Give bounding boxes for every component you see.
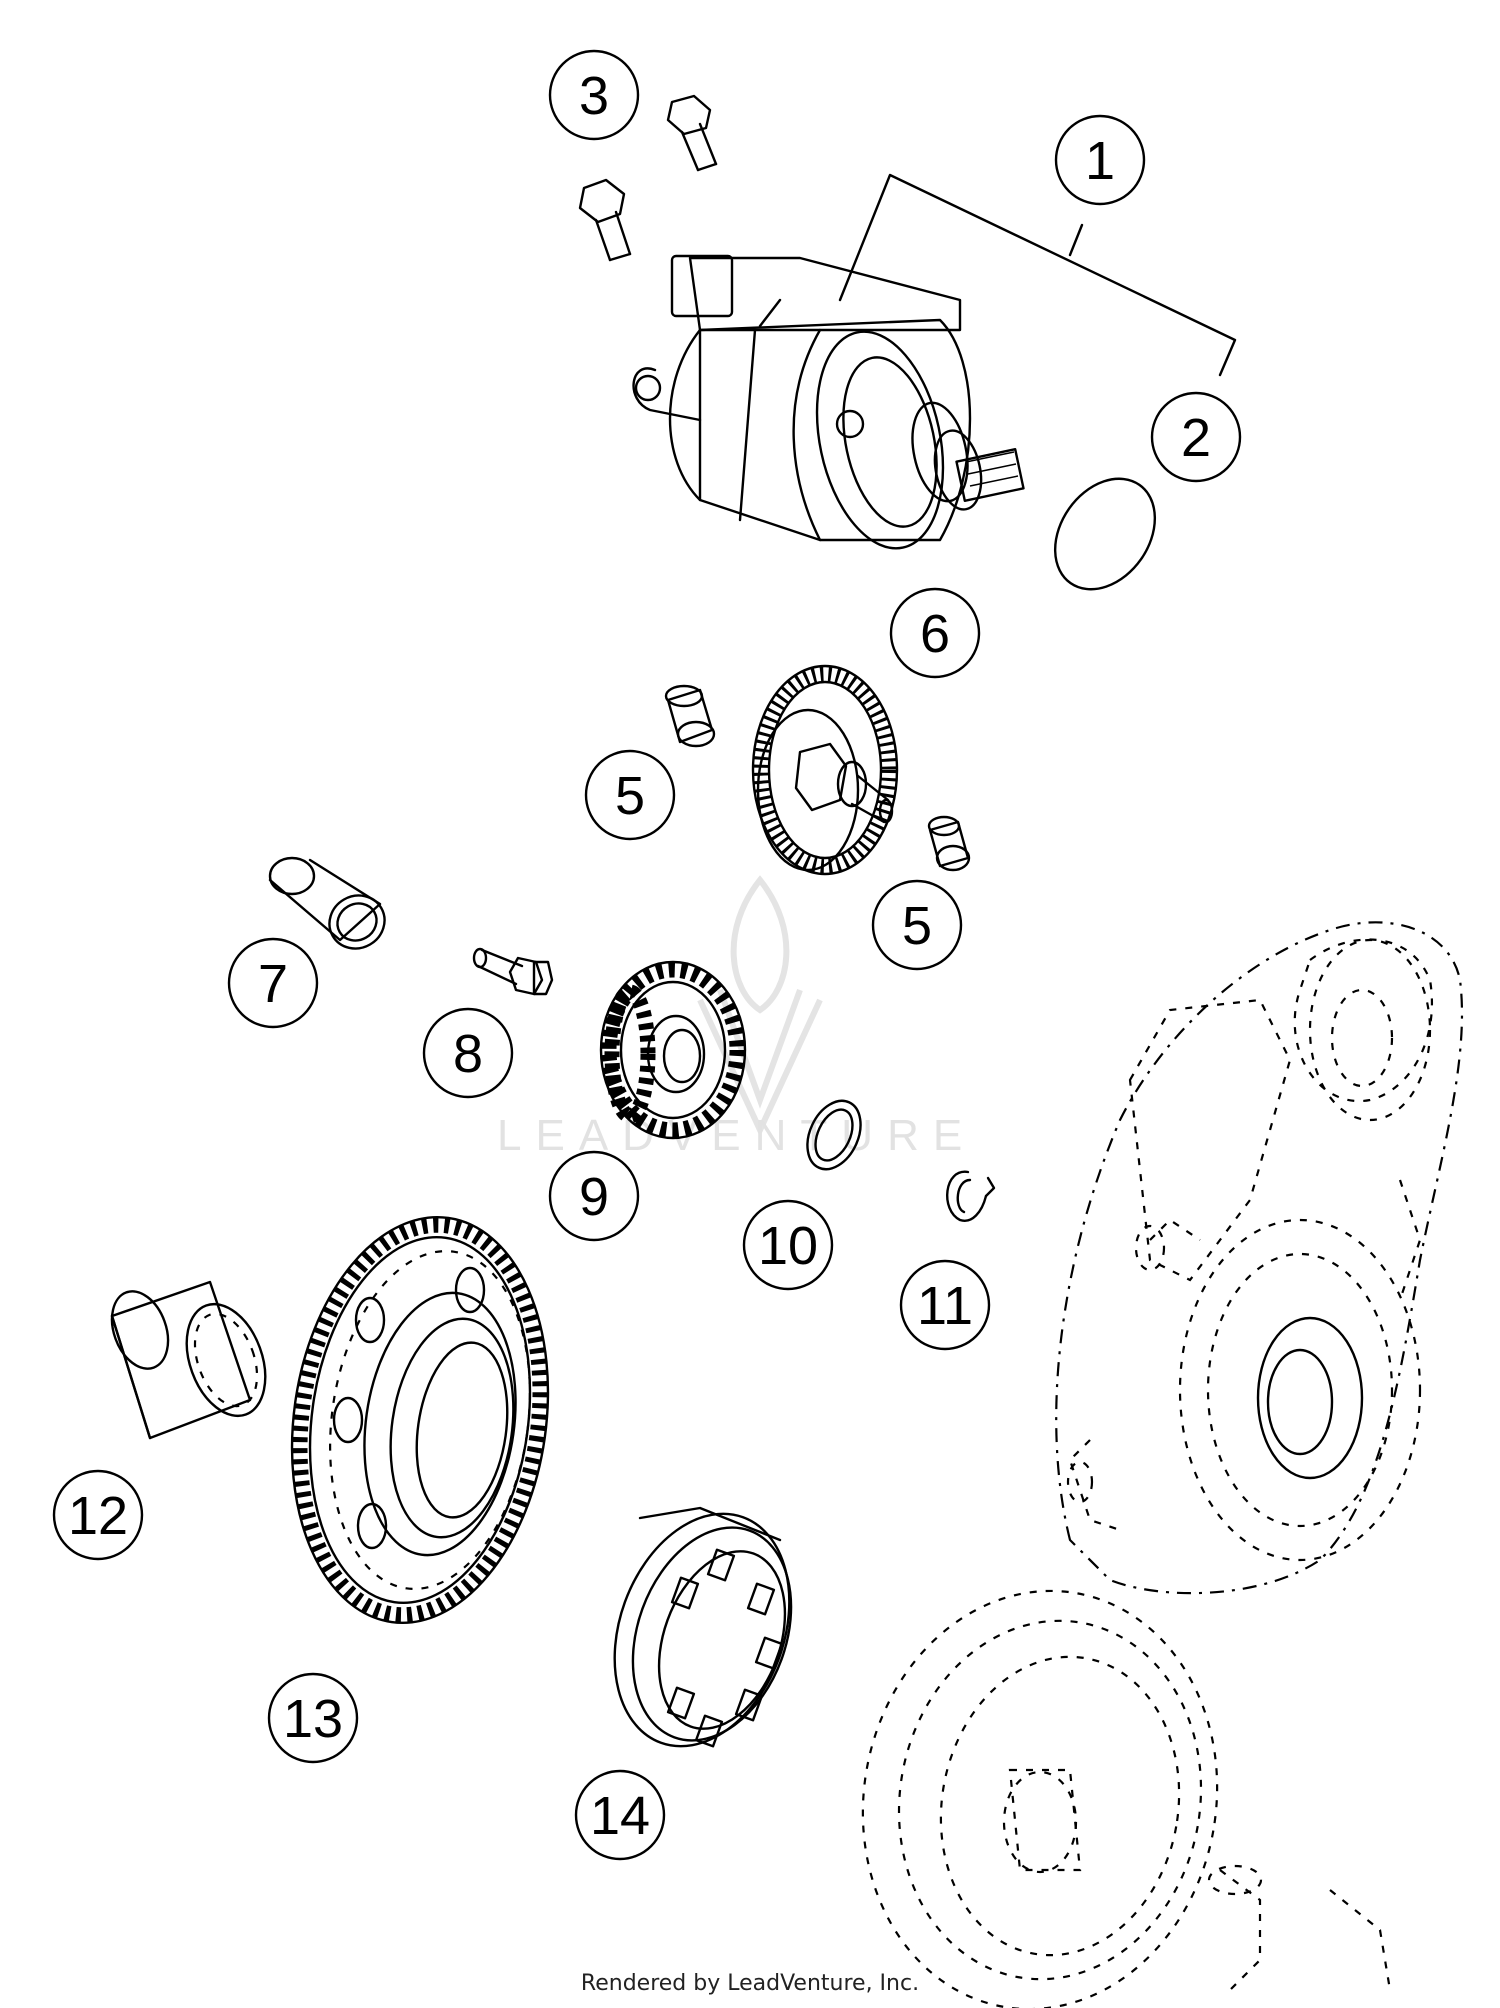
washer-part-10 bbox=[806, 1099, 862, 1171]
callout-label: 6 bbox=[920, 604, 950, 664]
freewheel-part-14 bbox=[613, 1506, 793, 1748]
callout-label: 3 bbox=[579, 66, 609, 126]
callout-label: 9 bbox=[579, 1167, 609, 1227]
callout-label: 10 bbox=[758, 1216, 818, 1276]
bushing-part-5b bbox=[927, 815, 971, 872]
circlip-part-11 bbox=[946, 1170, 996, 1222]
callout-10: 10 bbox=[742, 1199, 834, 1291]
leader-lines-part-1-2 bbox=[838, 173, 1237, 377]
watermark-logo bbox=[697, 875, 823, 1138]
callout-13: 13 bbox=[267, 1672, 359, 1764]
engine-cover-phantom bbox=[1055, 921, 1464, 1595]
callout-12: 12 bbox=[52, 1469, 144, 1561]
callout-1: 1 bbox=[1054, 114, 1146, 206]
callout-14: 14 bbox=[574, 1769, 666, 1861]
watermark-text: LEADVENTURE bbox=[497, 1111, 976, 1160]
flywheel-phantom bbox=[861, 1589, 1392, 2008]
callout-11: 11 bbox=[899, 1259, 991, 1351]
callout-label: 5 bbox=[902, 896, 932, 956]
o-ring-part-2 bbox=[1053, 477, 1157, 591]
gear-part-6 bbox=[751, 664, 899, 876]
starter-motor-part-1 bbox=[632, 254, 1025, 550]
footer-credit: Rendered by LeadVenture, Inc. bbox=[581, 1971, 919, 1996]
callout-8: 8 bbox=[422, 1007, 514, 1099]
sleeve-part-7 bbox=[268, 856, 386, 950]
callout-5b: 5 bbox=[871, 879, 963, 971]
callout-label: 8 bbox=[453, 1024, 483, 1084]
bolt-part-8 bbox=[472, 947, 554, 996]
callout-6: 6 bbox=[889, 587, 981, 679]
needle-bearing-part-12 bbox=[110, 1280, 267, 1440]
callout-7: 7 bbox=[227, 937, 319, 1029]
bushing-part-5a bbox=[664, 684, 716, 748]
callout-3: 3 bbox=[548, 49, 640, 141]
bolt-part-3a bbox=[666, 94, 718, 172]
gear-part-9 bbox=[599, 960, 747, 1140]
starter-gear-part-13 bbox=[290, 1216, 550, 1624]
callout-label: 13 bbox=[283, 1689, 343, 1749]
callout-label: 14 bbox=[590, 1786, 650, 1846]
callout-label: 12 bbox=[68, 1486, 128, 1546]
callout-label: 5 bbox=[615, 766, 645, 826]
callout-2: 2 bbox=[1150, 391, 1242, 483]
callout-label: 11 bbox=[917, 1276, 973, 1336]
bolt-part-3b bbox=[578, 178, 632, 262]
callout-label: 2 bbox=[1181, 408, 1211, 468]
callout-label: 1 bbox=[1085, 131, 1115, 191]
callout-9: 9 bbox=[548, 1150, 640, 1242]
callout-5a: 5 bbox=[584, 749, 676, 841]
callout-label: 7 bbox=[258, 954, 288, 1014]
